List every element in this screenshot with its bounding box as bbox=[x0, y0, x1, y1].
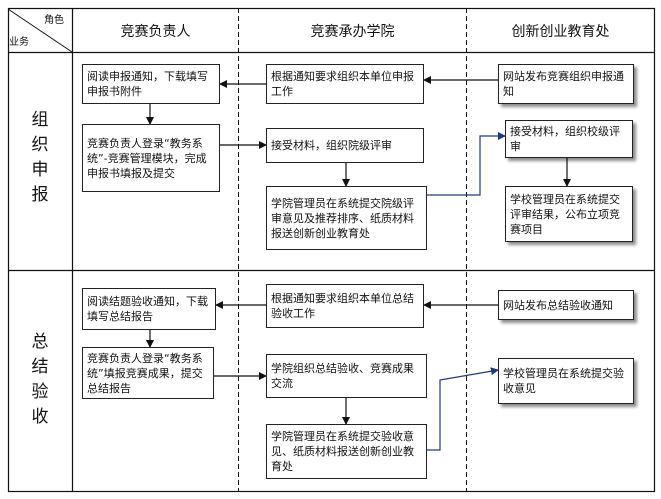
box-read-accept-notice: 阅读结题验收通知，下载填写总结报告 bbox=[82, 288, 216, 330]
box-office-publish: 网站发布竞赛组织申报通知 bbox=[498, 64, 634, 104]
box-office-accept-opinion-text: 学校管理员在系统提交验收意见 bbox=[503, 367, 624, 395]
phase-label-acceptance: 总 结 验 收 bbox=[8, 330, 72, 430]
phase-acceptance-char: 收 bbox=[31, 407, 49, 427]
box-office-review-text: 接受材料，组织校级评审 bbox=[510, 125, 620, 153]
box-office-result-text: 学校管理员在系统提交评审结果，公布立项竞赛项目 bbox=[510, 192, 620, 236]
phase-apply-char: 申 bbox=[31, 160, 49, 180]
phase-acceptance-char: 总 bbox=[31, 332, 49, 352]
box-read-accept-notice-text: 阅读结题验收通知，下载填写总结报告 bbox=[87, 295, 208, 323]
column-header-college: 竞赛承办学院 bbox=[310, 23, 395, 40]
box-read-notice-text: 阅读申报通知，下载填写申报书附件 bbox=[87, 70, 208, 98]
corner-business-label: 业务 bbox=[9, 37, 29, 48]
box-office-publish-text: 网站发布竞赛组织申报通知 bbox=[503, 70, 624, 98]
box-college-submit: 学院管理员在系统提交院级评审意见及推荐排序、纸质材料报送创新创业教育处 bbox=[266, 186, 427, 250]
box-college-accept: 学院组织总结验收、竞赛成果交流 bbox=[266, 354, 427, 398]
box-college-review: 接受材料，组织院级评审 bbox=[266, 128, 424, 163]
box-office-result: 学校管理员在系统提交评审结果，公布立项竞赛项目 bbox=[505, 186, 633, 242]
phase-apply-char: 组 bbox=[31, 110, 49, 130]
box-college-organize-text: 根据通知要求组织本单位申报工作 bbox=[271, 70, 414, 98]
box-college-accept-org: 根据通知要求组织本单位总结验收工作 bbox=[266, 284, 424, 328]
box-office-review: 接受材料，组织校级评审 bbox=[505, 120, 633, 158]
box-office-accept-opinion: 学校管理员在系统提交验收意见 bbox=[498, 358, 634, 404]
box-college-accept-submit-text: 学院管理员在系统提交验收意见、纸质材料报送创新创业教育处 bbox=[271, 430, 414, 473]
phase-apply-char: 织 bbox=[31, 135, 49, 155]
box-college-accept-org-text: 根据通知要求组织本单位总结验收工作 bbox=[271, 292, 414, 320]
phase-apply-char: 报 bbox=[31, 185, 49, 205]
box-office-accept-publish-text: 网站发布总结验收通知 bbox=[503, 298, 613, 312]
box-login-submit-result-text: 竞赛负责人登录“教务系统”填报竞赛成果，提交总结报告 bbox=[87, 351, 203, 395]
box-college-accept-submit: 学院管理员在系统提交验收意见、纸质材料报送创新创业教育处 bbox=[266, 424, 427, 479]
phase-label-apply: 组 织 申 报 bbox=[8, 108, 72, 208]
arrow-submit-to-office-review bbox=[427, 132, 506, 196]
column-header-leader: 竞赛负责人 bbox=[120, 23, 191, 40]
box-read-notice: 阅读申报通知，下载填写申报书附件 bbox=[82, 64, 220, 104]
box-college-organize: 根据通知要求组织本单位申报工作 bbox=[266, 64, 424, 104]
corner-role-label: 角色 bbox=[44, 15, 64, 26]
box-college-review-text: 接受材料，组织院级评审 bbox=[271, 139, 392, 152]
phase-acceptance-char: 验 bbox=[31, 382, 49, 402]
box-office-accept-publish: 网站发布总结验收通知 bbox=[498, 290, 634, 320]
arrow-accept-submit-to-opinion bbox=[427, 367, 499, 451]
box-college-submit-text: 学院管理员在系统提交院级评审意见及推荐排序、纸质材料报送创新创业教育处 bbox=[271, 196, 414, 240]
phase-acceptance-char: 结 bbox=[31, 357, 49, 377]
box-login-apply: 竞赛负责人登录“教务系统”-竞赛管理模块，完成申报书填报及提交 bbox=[82, 124, 220, 192]
column-header-office: 创新创业教育处 bbox=[511, 23, 610, 40]
box-login-submit-result: 竞赛负责人登录“教务系统”填报竞赛成果，提交总结报告 bbox=[82, 347, 214, 399]
box-college-accept-text: 学院组织总结验收、竞赛成果交流 bbox=[271, 362, 414, 390]
box-login-apply-text: 竞赛负责人登录“教务系统”-竞赛管理模块，完成申报书填报及提交 bbox=[87, 136, 207, 180]
